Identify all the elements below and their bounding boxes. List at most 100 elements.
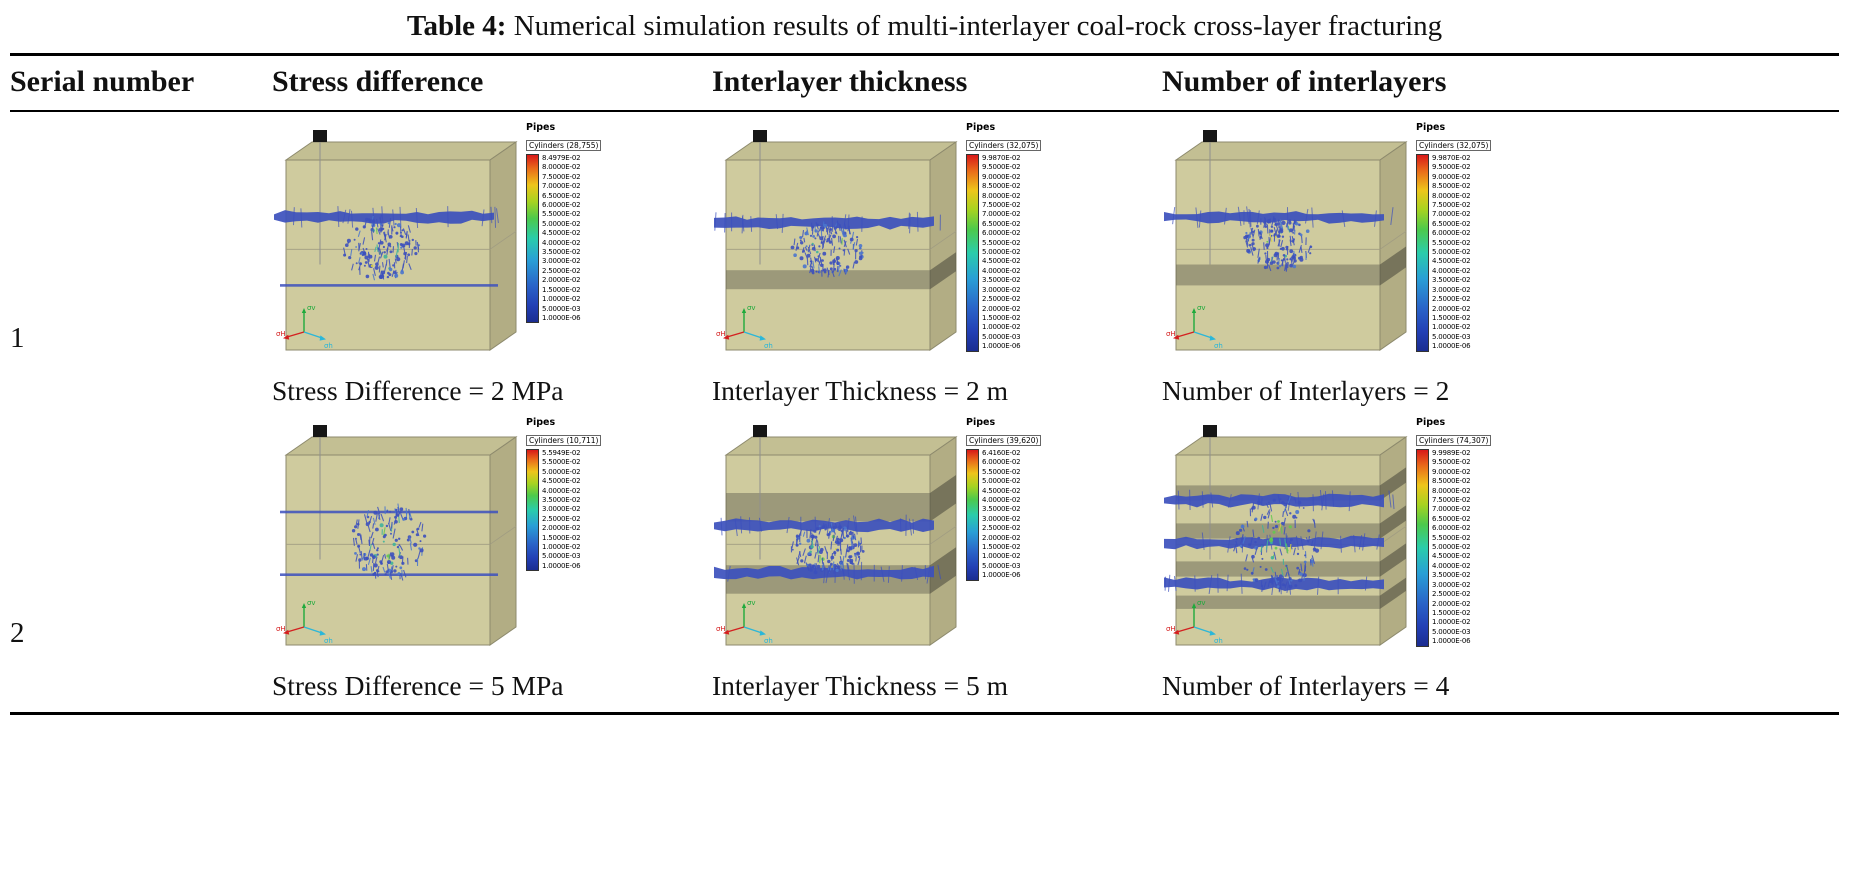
legend-tick-value: 3.0000E-02 — [982, 514, 1021, 523]
legend-tick-value: 8.5000E-02 — [1432, 182, 1471, 191]
legend-tick-value: 7.0000E-02 — [982, 210, 1021, 219]
legend-tick-value: 7.0000E-02 — [1432, 505, 1471, 514]
legend-tick-value: 1.0000E-06 — [982, 571, 1021, 580]
legend-tick-value: 6.5000E-02 — [542, 191, 581, 200]
svg-text:σv: σv — [307, 599, 316, 607]
legend-tick-value: 5.0000E-03 — [542, 304, 581, 313]
svg-text:σh: σh — [764, 637, 773, 645]
legend-tick-value: 1.0000E-06 — [1432, 637, 1471, 646]
svg-text:σh: σh — [324, 342, 333, 350]
legend-tick-value: 4.5000E-02 — [542, 477, 581, 486]
legend-tick-value: 8.0000E-02 — [1432, 191, 1471, 200]
legend-tick-value: 3.0000E-02 — [1432, 285, 1471, 294]
legend-tick-value: 7.0000E-02 — [1432, 210, 1471, 219]
legend-title: Pipes — [966, 122, 996, 133]
legend-tick-value: 2.5000E-02 — [982, 295, 1021, 304]
legend-tick-value: 1.5000E-02 — [982, 543, 1021, 552]
legend-tick-value: 9.9870E-02 — [1432, 154, 1471, 162]
legend-tick-value: 3.5000E-02 — [1432, 571, 1471, 580]
legend-tick-value: 3.5000E-02 — [982, 276, 1021, 285]
legend-tick-value: 6.4160E-02 — [982, 449, 1021, 457]
legend-tick-value: 5.0000E-02 — [982, 248, 1021, 257]
legend-tick-value: 9.0000E-02 — [982, 172, 1021, 181]
legend-title: Pipes — [526, 417, 556, 428]
legend-tick-value: 1.0000E-02 — [982, 323, 1021, 332]
legend-tick-value: 4.5000E-02 — [982, 486, 1021, 495]
legend-tick-value: 8.0000E-02 — [982, 191, 1021, 200]
legend-tick-value: 4.0000E-02 — [1432, 266, 1471, 275]
legend-tick-value: 5.5949E-02 — [542, 449, 581, 457]
legend-tick-value: 4.0000E-02 — [982, 266, 1021, 275]
legend-tick-value: 5.5000E-02 — [542, 458, 581, 467]
legend-subtitle: Cylinders (39,620) — [966, 435, 1042, 446]
legend-tick-value: 1.5000E-02 — [1432, 608, 1471, 617]
svg-text:σH: σH — [716, 330, 726, 338]
legend-tick-value: 5.0000E-03 — [982, 561, 1021, 570]
legend-tick-value: 4.0000E-02 — [1432, 561, 1471, 570]
legend-tick-value: 7.5000E-02 — [1432, 496, 1471, 505]
header-interlayer-thickness: Interlayer thickness — [712, 65, 968, 98]
figure-caption: Interlayer Thickness = 2 m — [712, 375, 1009, 406]
legend-tick-value: 1.5000E-02 — [1432, 313, 1471, 322]
legend-tick-value: 7.5000E-02 — [1432, 201, 1471, 210]
svg-text:σh: σh — [1214, 342, 1223, 350]
legend-tick-value: 1.0000E-06 — [542, 313, 581, 322]
figure-caption: Stress Difference = 2 MPa — [272, 375, 564, 406]
table-header-row: Serial number Stress difference Interlay… — [10, 53, 1839, 112]
legend-tick-value: 1.5000E-02 — [542, 533, 581, 542]
legend-tick-value: 4.5000E-02 — [542, 229, 581, 238]
legend-tick-value: 6.0000E-02 — [982, 458, 1021, 467]
svg-text:σH: σH — [1166, 330, 1176, 338]
legend-tick-value: 3.5000E-02 — [542, 496, 581, 505]
serial-number: 2 — [10, 617, 25, 649]
svg-text:σv: σv — [307, 304, 316, 312]
legend-tick-value: 5.0000E-02 — [542, 467, 581, 476]
svg-text:σH: σH — [716, 625, 726, 633]
legend-tick-value: 1.5000E-02 — [982, 313, 1021, 322]
serial-number: 1 — [10, 322, 25, 354]
figure-caption: Stress Difference = 5 MPa — [272, 670, 564, 701]
legend-tick-value: 9.0000E-02 — [1432, 467, 1471, 476]
legend-tick-value: 5.5000E-02 — [1432, 533, 1471, 542]
legend-tick-value: 5.0000E-03 — [1432, 627, 1471, 636]
legend-tick-value: 8.4979E-02 — [542, 154, 581, 162]
legend-tick-value: 7.5000E-02 — [982, 201, 1021, 210]
legend-tick-value: 6.0000E-02 — [1432, 229, 1471, 238]
legend-tick-value: 1.0000E-06 — [542, 561, 581, 570]
legend-tick-value: 5.0000E-03 — [982, 332, 1021, 341]
svg-text:σh: σh — [1214, 637, 1223, 645]
legend-tick-value: 5.0000E-03 — [542, 552, 581, 561]
legend-tick-value: 8.0000E-02 — [1432, 486, 1471, 495]
header-stress-difference: Stress difference — [272, 65, 484, 98]
legend-subtitle: Cylinders (32,075) — [966, 140, 1042, 151]
legend-tick-value: 5.0000E-02 — [982, 477, 1021, 486]
legend-tick-value: 2.0000E-02 — [1432, 304, 1471, 313]
legend-tick-value: 4.0000E-02 — [982, 496, 1021, 505]
legend-tick-value: 3.5000E-02 — [1432, 276, 1471, 285]
color-scale-bar — [966, 449, 979, 581]
legend-tick-value: 4.5000E-02 — [1432, 257, 1471, 266]
table-title-label: Table 4: — [406, 10, 507, 42]
legend-tick-value: 1.0000E-02 — [542, 295, 581, 304]
legend-tick-value: 1.0000E-06 — [982, 342, 1021, 351]
legend-tick-value: 7.0000E-02 — [542, 182, 581, 191]
